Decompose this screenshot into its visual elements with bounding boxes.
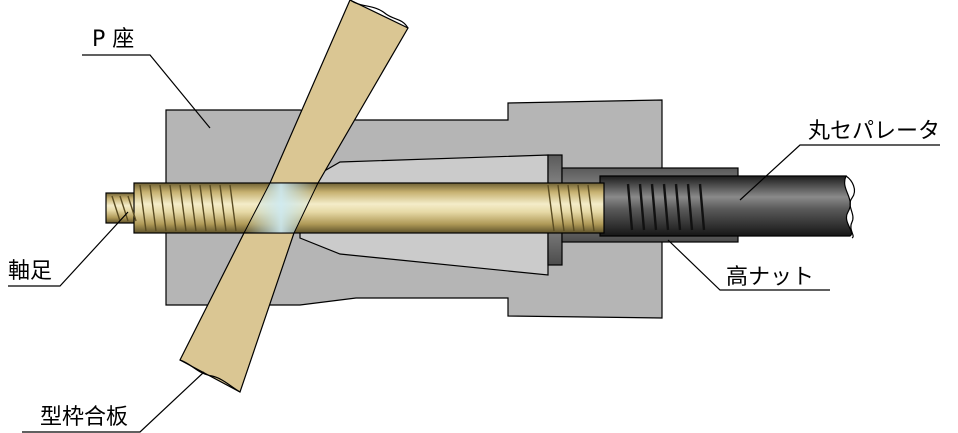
plywood-over-rod <box>243 182 319 234</box>
label-high-nut: 高ナット <box>726 265 814 290</box>
leader-lines <box>8 54 940 433</box>
label-p-cone: P 座 <box>92 27 134 52</box>
leader-p-cone <box>82 54 211 129</box>
separator-threads <box>626 183 706 231</box>
form-plywood-board <box>179 0 409 393</box>
shaft-foot-rod <box>105 182 605 234</box>
label-form-plywood: 型枠合板 <box>40 405 128 430</box>
leader-separator <box>739 144 940 201</box>
rod-threads-right <box>547 184 595 232</box>
label-round-separator: 丸セパレータ <box>808 119 940 144</box>
round-separator-rod <box>599 175 856 239</box>
rod-threads-left <box>111 184 237 232</box>
label-shaft-foot: 軸足 <box>8 259 52 284</box>
leader-plywood <box>22 371 205 433</box>
leader-high-nut <box>667 239 830 291</box>
leader-shaft-foot <box>8 211 129 287</box>
